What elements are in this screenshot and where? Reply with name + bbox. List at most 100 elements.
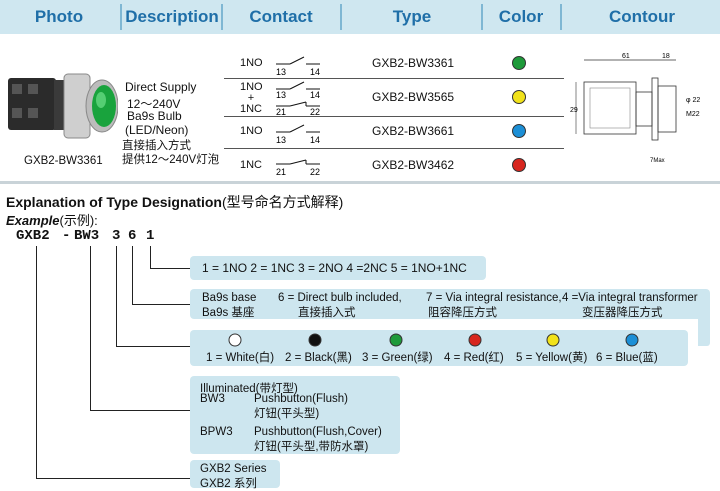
swatch-green — [389, 333, 403, 347]
connector-line — [36, 478, 190, 479]
color-option: 5 = Yellow(黄) — [516, 352, 588, 364]
nc-switch-symbol: 21 22 — [276, 159, 320, 177]
dim-61: 61 — [622, 53, 630, 60]
section-divider — [0, 181, 720, 184]
code-dash: - — [62, 228, 71, 244]
svg-text:13: 13 — [276, 67, 286, 76]
no-switch-symbol: 13 14 — [276, 124, 320, 144]
product-photo — [8, 73, 118, 139]
base-label: Ba9s base — [202, 292, 257, 304]
bpw3-desc-cn: 灯钮(平头型,带防水罩) — [254, 441, 369, 453]
svg-text:14: 14 — [310, 135, 320, 144]
base-legend-tail — [698, 314, 710, 346]
contact-label: 1NO — [240, 125, 263, 137]
example-label-cn: (示例): — [59, 213, 98, 228]
color-option: 1 = White(白) — [206, 352, 275, 364]
color-dot-red — [512, 158, 526, 172]
svg-text:21: 21 — [276, 107, 286, 116]
code-contact-digit: 3 — [112, 228, 121, 244]
header-color: Color — [498, 7, 544, 26]
code-series: GXB2 — [16, 228, 50, 244]
color-legend: 1 = White(白) 2 = Black(黑) 3 = Green(绿) 4… — [190, 330, 688, 366]
table-header: Photo Description Contact Type Color Con… — [0, 0, 720, 34]
header-contour: Contour — [608, 7, 676, 26]
code-base-digit: 6 — [128, 228, 137, 244]
base-option-6: 6 = Direct bulb included, — [278, 292, 402, 304]
connector-line — [116, 346, 190, 347]
bw3-desc-cn: 灯钮(平头型) — [254, 408, 320, 420]
base-option-4-cn: 变压器降压方式 — [582, 307, 663, 319]
type-code: GXB2-BW3661 — [372, 124, 455, 138]
connector-line — [116, 246, 117, 346]
desc-line: 提供12～240V灯泡 — [122, 154, 220, 166]
bw3-code: BW3 — [200, 393, 225, 405]
explanation-title: Explanation of Type Designation(型号命名方式解释… — [6, 194, 344, 210]
header-divider — [560, 4, 562, 30]
swatch-yellow — [546, 333, 560, 347]
contour-drawing: 61 18 29 φ 22 M22 7Max — [570, 53, 700, 164]
type-legend: Illuminated(带灯型) BW3 Pushbutton(Flush) 灯… — [190, 376, 400, 454]
bpw3-desc: Pushbutton(Flush,Cover) — [254, 426, 382, 438]
color-option: 4 = Red(红) — [444, 352, 504, 364]
svg-text:14: 14 — [310, 90, 320, 100]
header-divider — [481, 4, 483, 30]
code-type: BW3 — [74, 228, 100, 244]
desc-line: Ba9s Bulb — [127, 109, 182, 123]
base-label-cn: Ba9s 基座 — [202, 307, 255, 319]
color-dot-yellow — [512, 90, 526, 104]
header-divider — [340, 4, 342, 30]
header-type: Type — [392, 7, 432, 26]
dim-m22: M22 — [686, 111, 700, 118]
bpw3-code: BPW3 — [200, 426, 233, 438]
header-divider — [221, 4, 223, 30]
connector-line — [90, 410, 190, 411]
swatch-black — [308, 333, 322, 347]
svg-text:22: 22 — [310, 107, 320, 116]
no-nc-switch-symbol: 13 14 21 22 — [276, 81, 320, 116]
series-label: GXB2 Series — [200, 463, 267, 475]
base-option-4: 4 =Via integral transformer — [562, 292, 698, 304]
no-switch-symbol: 13 14 — [276, 56, 320, 76]
series-label-cn: GXB2 系列 — [200, 478, 257, 490]
connector-line — [36, 246, 37, 478]
row-divider — [224, 116, 564, 117]
desc-line: Direct Supply — [125, 80, 197, 94]
example-label: Example(示例): — [6, 213, 98, 228]
contact-label: 1NO — [240, 57, 263, 69]
svg-text:13: 13 — [276, 90, 286, 100]
header-photo: Photo — [34, 7, 84, 26]
row-divider — [224, 78, 564, 79]
svg-text:22: 22 — [310, 167, 320, 177]
connector-line — [90, 246, 91, 410]
type-code: GXB2-BW3361 — [372, 56, 455, 70]
header-contact: Contact — [249, 7, 313, 26]
code-color-digit: 1 — [146, 228, 155, 244]
svg-text:13: 13 — [276, 135, 286, 144]
explanation-title-cn: (型号命名方式解释) — [221, 194, 344, 210]
contacts-legend: 1 = 1NO 2 = 1NC 3 = 2NO 4 =2NC 5 = 1NO+1… — [190, 256, 486, 280]
connector-line — [132, 304, 190, 305]
header-description: Description — [125, 7, 219, 26]
header-divider — [120, 4, 122, 30]
connector-line — [132, 246, 133, 304]
row-divider — [224, 148, 564, 149]
dim-18: 18 — [662, 53, 670, 60]
swatch-blue — [625, 333, 639, 347]
photo-caption: GXB2-BW3361 — [24, 155, 103, 167]
desc-line: 12～240V — [127, 97, 181, 111]
desc-line: 直接插入方式 — [122, 140, 191, 152]
series-legend: GXB2 Series GXB2 系列 — [190, 460, 280, 490]
color-dot-blue — [512, 124, 526, 138]
svg-text:21: 21 — [276, 167, 286, 177]
connector-line — [150, 246, 151, 268]
base-legend: Ba9s base Ba9s 基座 6 = Direct bulb includ… — [190, 289, 710, 319]
swatch-red — [468, 333, 482, 347]
dim-max: 7Max — [650, 158, 665, 164]
type-code: GXB2-BW3462 — [372, 158, 455, 172]
contact-label: 1NO + 1NC — [240, 81, 263, 115]
svg-text:14: 14 — [310, 67, 320, 76]
color-option: 2 = Black(黑) — [285, 352, 352, 364]
illuminated-title: Illuminated(带灯型) — [200, 383, 298, 395]
color-option: 6 = Blue(蓝) — [596, 352, 658, 364]
desc-line: (LED/Neon) — [125, 123, 189, 137]
